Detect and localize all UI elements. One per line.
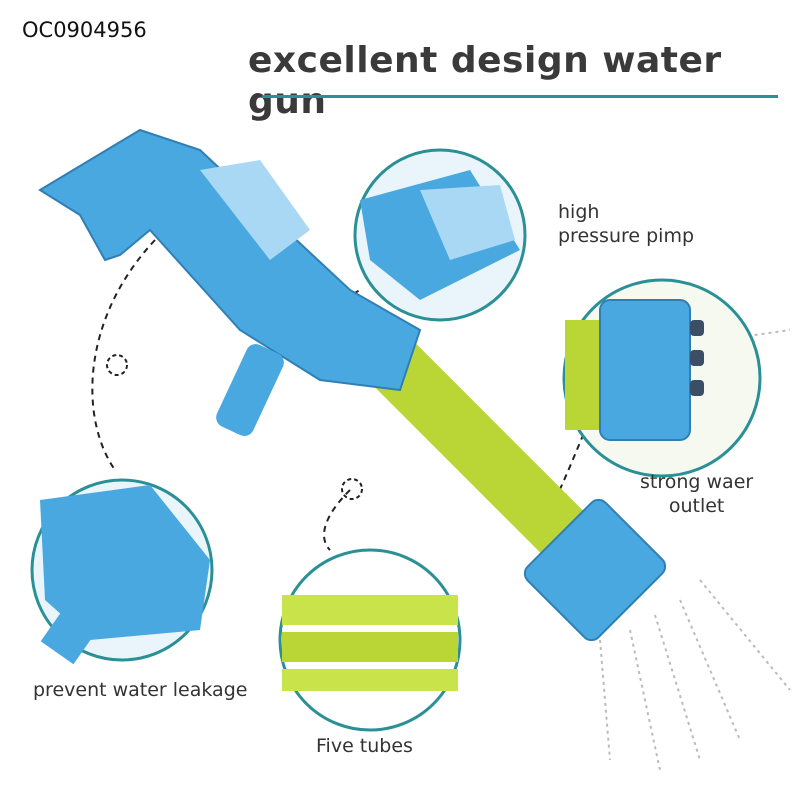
page-title: excellent design water gun (248, 40, 722, 122)
callout-pump: high pressure pimp (558, 201, 695, 247)
product-code: OC0904956 (22, 18, 147, 42)
gun-body (38, 128, 667, 642)
water-spray (599, 329, 791, 771)
connector-leakage (91, 239, 156, 471)
title-underline (262, 95, 778, 98)
detail-circle-leakage (30, 478, 214, 665)
callout-outlet: strong waer outlet (640, 471, 754, 517)
connector-tubes (323, 489, 351, 551)
callout-tubes: Five tubes (316, 735, 413, 757)
callout-leakage: prevent water leakage (33, 679, 248, 701)
detail-circle-outlet (562, 278, 762, 478)
detail-circle-tubes (278, 548, 462, 732)
detail-circle-pump (353, 148, 527, 322)
